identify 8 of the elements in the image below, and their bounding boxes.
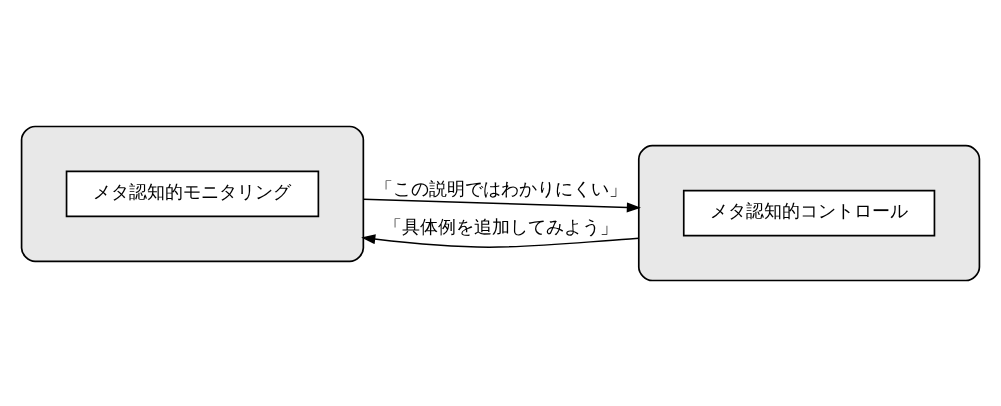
node-box: メタ認知的モニタリング (65, 170, 320, 217)
arrow (361, 233, 640, 248)
cluster (20, 125, 365, 262)
edge-label: 「この説明ではわかりにくい」 (375, 177, 628, 199)
arrow (362, 198, 641, 212)
cluster (637, 144, 981, 281)
node-box: メタ認知的コントロール (682, 189, 936, 236)
edge-label: 「具体例を追加してみよう」 (384, 215, 619, 237)
